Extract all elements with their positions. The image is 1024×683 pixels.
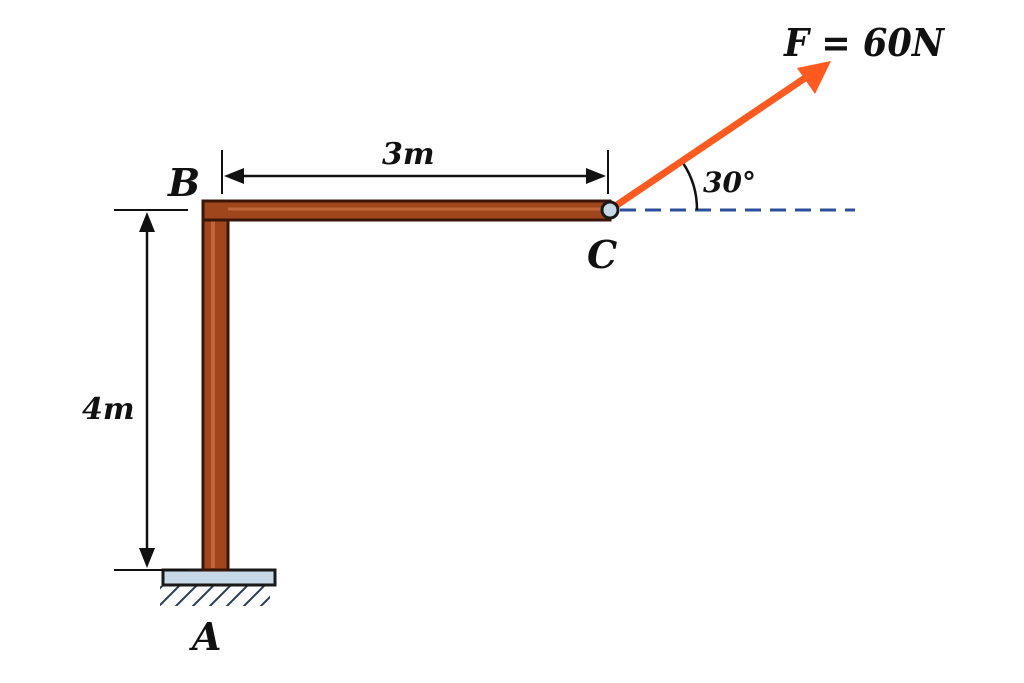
support-hatching xyxy=(160,586,270,606)
label-dimension-vertical: 4m xyxy=(82,392,135,427)
force-arrow-shaft xyxy=(610,72,812,211)
pin-c xyxy=(600,200,620,220)
fixed-support xyxy=(160,568,277,606)
label-point-c: C xyxy=(587,232,617,277)
support-base xyxy=(161,568,277,587)
force-arrowhead xyxy=(797,61,831,94)
dim-v-arrowhead-bottom xyxy=(139,548,155,568)
dimension-horizontal xyxy=(221,150,609,194)
column-ab xyxy=(201,199,230,572)
label-point-a: A xyxy=(189,614,221,659)
dimension-vertical xyxy=(114,209,188,571)
label-force: F = 60N xyxy=(783,20,945,65)
label-point-b: B xyxy=(167,160,200,205)
force-arrow xyxy=(610,61,831,211)
label-dimension-horizontal: 3m xyxy=(382,137,435,172)
dim-v-arrowhead-top xyxy=(139,212,155,232)
dim-h-arrowhead-left xyxy=(224,168,244,184)
angle-arc xyxy=(681,162,699,211)
dim-h-arrowhead-right xyxy=(586,168,606,184)
label-angle: 30° xyxy=(703,166,756,199)
